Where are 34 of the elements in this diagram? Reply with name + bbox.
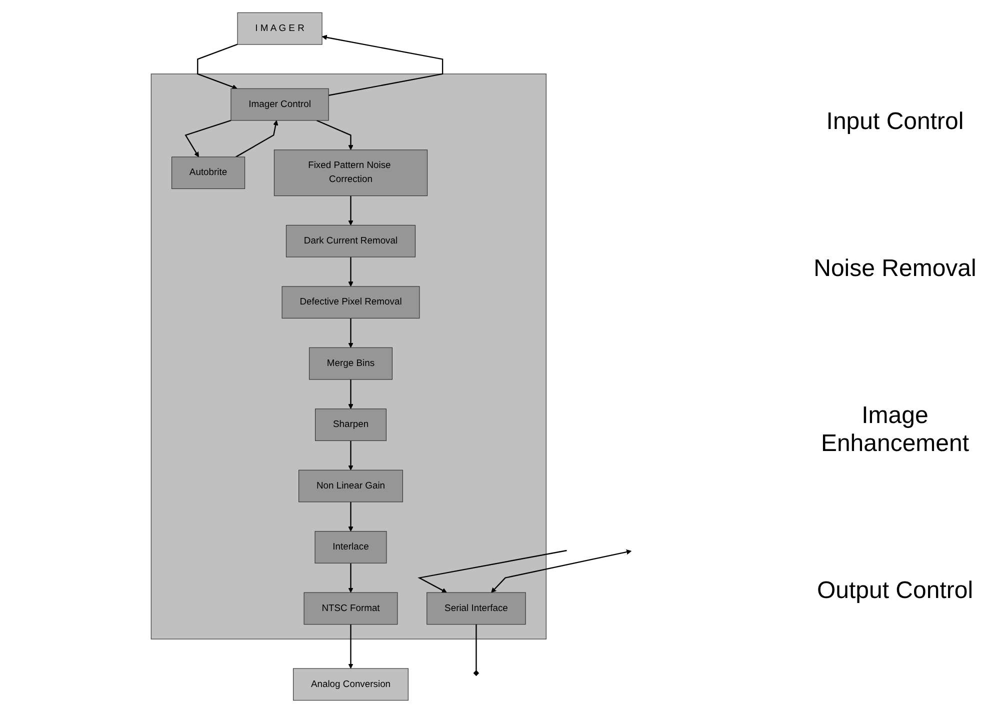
stage-label: Output Control (816, 577, 974, 606)
arrow (348, 379, 354, 410)
node-box: Dark Current Removal (286, 224, 416, 258)
connector (473, 624, 480, 676)
node-box: Imager Control (230, 88, 329, 121)
node-box: Merge Bins (308, 347, 393, 380)
arrow (348, 624, 354, 669)
node-box: Serial Interface (426, 592, 526, 625)
node-box: Defective Pixel Removal (282, 286, 420, 319)
node-box: Interlace (314, 531, 387, 564)
node-box: Non Linear Gain (298, 470, 403, 502)
arrow (348, 318, 354, 348)
node-box: Analog Conversion (293, 668, 408, 701)
arrow (418, 550, 567, 593)
arrow (348, 502, 354, 532)
node-box: I M A G E R (237, 12, 322, 45)
arrow (348, 196, 354, 226)
stage-label: Noise Removal (812, 254, 978, 283)
arrow (348, 257, 354, 287)
node-box: Fixed Pattern Noise Correction (274, 150, 428, 196)
stage-label: Image Enhancement (820, 402, 970, 458)
arrow (348, 563, 354, 593)
node-box: Autobrite (171, 156, 246, 190)
cluster (150, 74, 546, 640)
arrow (184, 120, 232, 158)
arrow (197, 44, 238, 90)
arrow (348, 440, 354, 470)
node-box: NTSC Format (304, 592, 398, 625)
stage-label: Input Control (825, 108, 965, 136)
arrow (322, 34, 444, 96)
arrow (316, 120, 354, 150)
arrow (491, 549, 632, 593)
arrow (236, 120, 278, 158)
node-box: Sharpen (314, 408, 387, 441)
